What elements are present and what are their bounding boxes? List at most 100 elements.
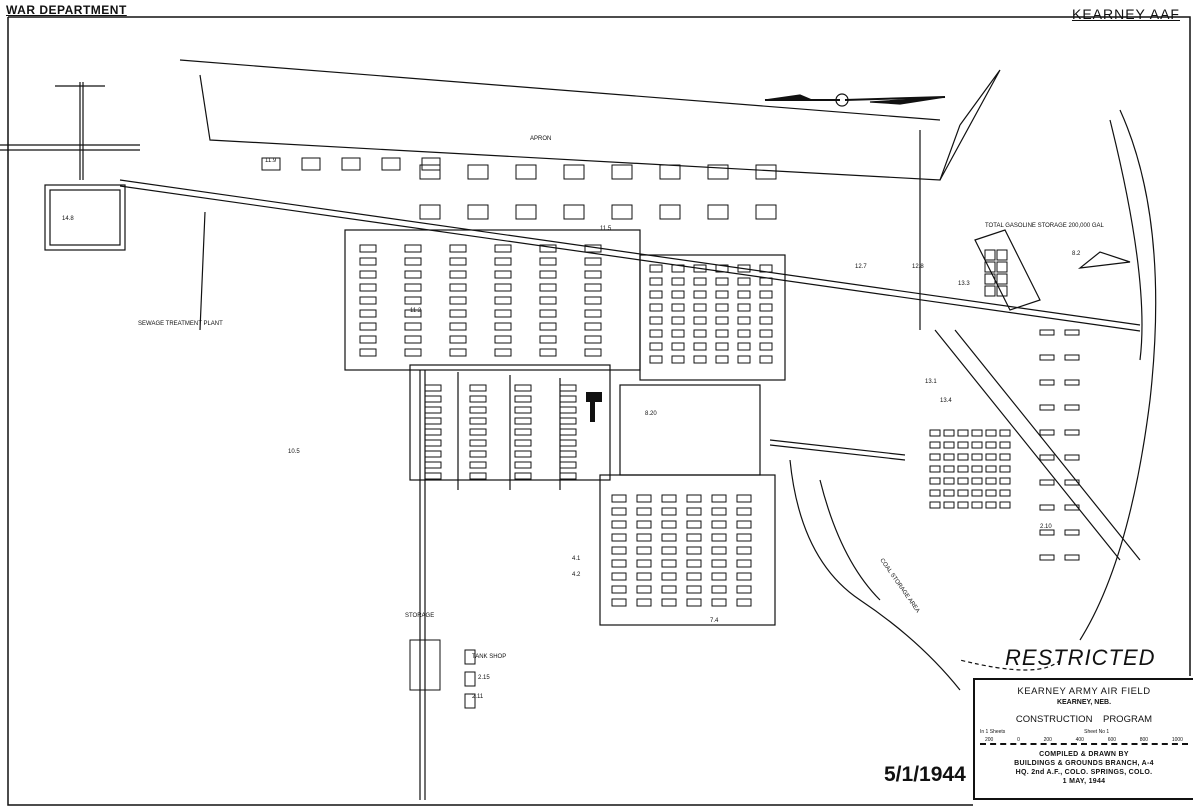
building xyxy=(1064,404,1080,411)
building xyxy=(929,501,941,509)
sewage-plant-block xyxy=(44,184,126,251)
building xyxy=(671,277,685,286)
building xyxy=(715,355,729,364)
building xyxy=(999,429,1011,437)
scale-tick: 200 xyxy=(1043,737,1052,743)
title-block-location: KEARNEY, NEB. xyxy=(1056,699,1112,706)
building xyxy=(539,322,557,331)
building xyxy=(449,322,467,331)
sheet-number: Sheet No 1 xyxy=(1084,729,1110,735)
branch: BUILDINGS & GROUNDS BRANCH, A-4 xyxy=(1014,760,1154,767)
headquarters: HQ. 2nd A.F., COLO. SPRINGS, COLO. xyxy=(1015,769,1153,776)
map-frame xyxy=(7,16,1191,806)
building xyxy=(737,342,751,351)
building xyxy=(421,157,441,171)
label-building: 13.4 xyxy=(940,398,952,404)
building xyxy=(707,204,729,220)
building xyxy=(449,270,467,279)
building xyxy=(693,329,707,338)
building xyxy=(449,244,467,253)
building xyxy=(419,204,441,220)
building xyxy=(539,348,557,357)
building xyxy=(659,164,681,180)
building xyxy=(1064,554,1080,561)
building xyxy=(1039,379,1055,386)
building xyxy=(711,507,727,516)
building xyxy=(494,335,512,344)
building xyxy=(515,204,537,220)
building xyxy=(715,303,729,312)
title-block: KEARNEY ARMY AIR FIELD KEARNEY, NEB. CON… xyxy=(973,678,1193,800)
building xyxy=(514,472,532,480)
building xyxy=(494,244,512,253)
building xyxy=(671,290,685,299)
building xyxy=(686,585,702,594)
building xyxy=(381,157,401,171)
building xyxy=(755,164,777,180)
building xyxy=(611,546,627,555)
building xyxy=(649,277,663,286)
building xyxy=(711,559,727,568)
building xyxy=(996,261,1008,273)
scale-tick: 1000 xyxy=(1171,737,1183,743)
building xyxy=(469,428,487,436)
scale-tick: 600 xyxy=(1107,737,1117,743)
building xyxy=(514,450,532,458)
scale-tick: 400 xyxy=(1075,737,1084,743)
building xyxy=(341,157,361,171)
building xyxy=(985,489,997,497)
building xyxy=(984,249,996,261)
building xyxy=(759,316,773,325)
building xyxy=(404,348,422,357)
building xyxy=(715,342,729,351)
building xyxy=(686,494,702,503)
building xyxy=(971,465,983,473)
label-building: 12.7 xyxy=(855,264,867,270)
west-road xyxy=(0,144,140,151)
building xyxy=(737,303,751,312)
building xyxy=(736,507,752,516)
building xyxy=(424,472,442,480)
building xyxy=(359,244,377,253)
building xyxy=(737,277,751,286)
building xyxy=(661,572,677,581)
building xyxy=(671,329,685,338)
building xyxy=(943,441,955,449)
building xyxy=(686,546,702,555)
building xyxy=(404,244,422,253)
building xyxy=(494,257,512,266)
label-building: 4.1 xyxy=(572,556,581,562)
building xyxy=(1039,429,1055,436)
building xyxy=(636,585,652,594)
headquarters-building xyxy=(586,392,602,402)
building xyxy=(671,316,685,325)
building xyxy=(661,598,677,607)
building xyxy=(715,264,729,273)
building xyxy=(661,585,677,594)
building xyxy=(996,249,1008,261)
building xyxy=(611,507,627,516)
building xyxy=(929,477,941,485)
building xyxy=(559,395,577,403)
building xyxy=(584,348,602,357)
building xyxy=(469,450,487,458)
building xyxy=(563,204,585,220)
building xyxy=(943,465,955,473)
building xyxy=(1064,454,1080,461)
header-kearney-aaf: KEARNEY AAF xyxy=(1071,6,1180,22)
building xyxy=(943,453,955,461)
building xyxy=(929,453,941,461)
building xyxy=(449,257,467,266)
label-sewage-plant: SEWAGE TREATMENT PLANT xyxy=(138,321,223,327)
building xyxy=(514,417,532,425)
building xyxy=(671,303,685,312)
building xyxy=(1064,379,1080,386)
building xyxy=(686,559,702,568)
building xyxy=(736,494,752,503)
building xyxy=(661,559,677,568)
building xyxy=(929,441,941,449)
title-block-title: KEARNEY ARMY AIR FIELD xyxy=(1017,686,1151,697)
building xyxy=(985,429,997,437)
building xyxy=(404,283,422,292)
building xyxy=(563,164,585,180)
